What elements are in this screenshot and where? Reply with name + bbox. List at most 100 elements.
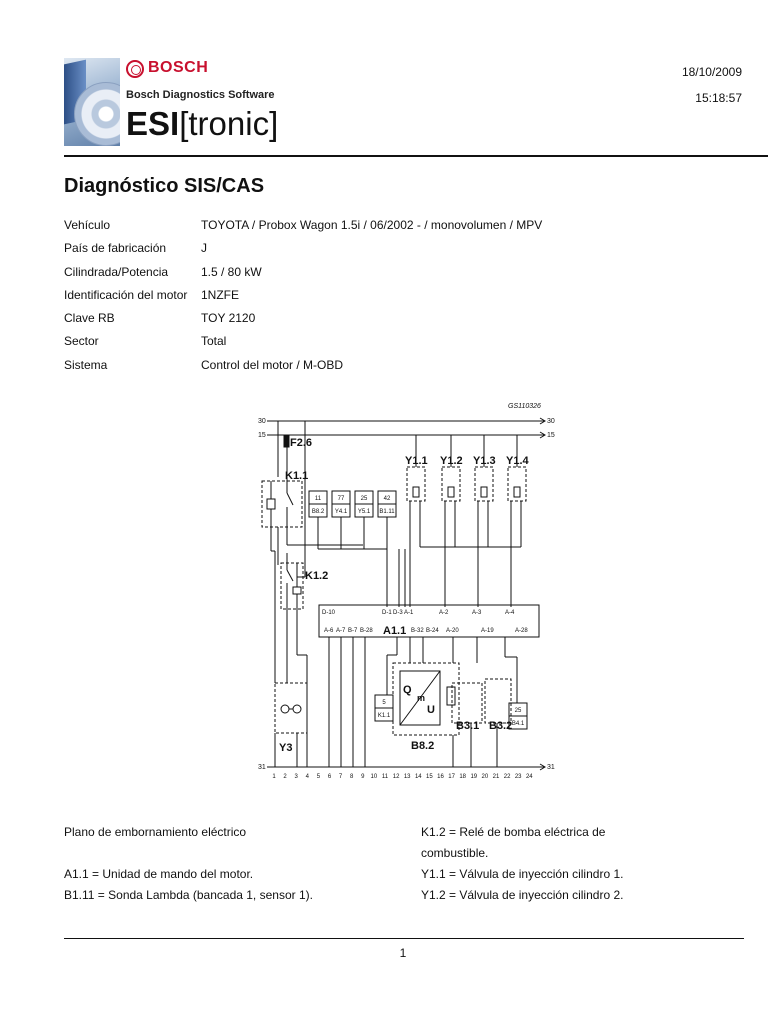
info-label: País de fabricación [64,241,167,256]
terminal-number: 16 [437,774,444,780]
ref-id: B8.2 [312,509,325,515]
ecu-pin: B-24 [426,628,439,634]
rail-label-31: 31 [258,764,266,771]
page-title: Diagnóstico SIS/CAS [64,175,265,197]
legend-line: B1.11 = Sonda Lambda (bancada 1, sensor … [64,888,313,902]
wiring-diagram: GS110326 30 15 31 30 15 31 F2.6 K1.1 K1.… [245,395,555,785]
rail-label-30: 30 [258,418,266,425]
relay-k11-label: K1.1 [285,470,308,482]
rail-label-15: 15 [258,432,266,439]
ecu-pin: A-2 [439,610,449,616]
brand-name: BOSCH [148,59,209,76]
info-label: Clave RB [64,311,115,326]
terminal-number: 11 [382,774,389,780]
legend-line: Y1.1 = Válvula de inyección cilindro 1. [421,867,624,881]
ecu-pin: A-19 [481,628,494,634]
terminal-number: 7 [339,774,343,780]
info-label: Identificación del motor [64,287,188,302]
legend-spacer [64,843,394,864]
ecu-pin: A-20 [446,628,459,634]
info-value: TOY 2120 [201,311,256,326]
ref-id: Y4.1 [335,509,348,515]
maf-u-label: U [427,704,435,716]
product-logo: ESI[tronic] [126,104,278,144]
print-date: 18/10/2009 [681,65,742,79]
page-header: BOSCH Bosch Diagnostics Software ESI[tro… [64,56,744,152]
terminal-number: 17 [448,774,455,780]
terminal-number: 5 [317,774,321,780]
ref-number: 5 [382,700,386,706]
terminal-number: 8 [350,774,354,780]
terminal-number: 12 [393,774,400,780]
ecu-pin: B-7 [348,628,358,634]
terminal-number: 22 [504,774,511,780]
injector-y11-label: Y1.1 [405,455,428,467]
terminal-number: 9 [361,774,365,780]
maf-label: B8.2 [411,740,434,752]
ref-number: 11 [315,496,322,502]
terminal-number: 14 [415,774,422,780]
info-value: 1.5 / 80 kW [201,264,262,279]
legend-right-column: K1.2 = Relé de bomba eléctrica de combus… [421,822,751,906]
rail-label-15-right: 15 [547,432,555,439]
terminal-number: 20 [482,774,489,780]
legend-line: Y1.2 = Válvula de inyección cilindro 2. [421,888,624,902]
rail-label-31-right: 31 [547,764,555,771]
ecu-pin: A-4 [505,610,515,616]
legend-line: K1.2 = Relé de bomba eléctrica de [421,825,606,839]
ref-number: 42 [384,496,391,502]
ecu-label: A1.1 [383,625,406,637]
ref-number: 25 [361,496,368,502]
ecu-pin: A-28 [515,628,528,634]
sensor-b32-label: B3.2 [489,720,512,732]
bosch-logo-icon [126,60,144,78]
ecu-pin: D-3 [393,610,403,616]
ecu-pin: D-1 [382,610,392,616]
rail-label-30-right: 30 [547,418,555,425]
injector-y14-label: Y1.4 [506,455,530,467]
ecu-pin: B-32 [411,628,424,634]
print-time: 15:18:57 [695,91,742,105]
product-bold: ESI [126,105,180,142]
ref-number: 77 [338,496,345,502]
terminal-number: 21 [493,774,500,780]
header-divider [64,155,768,157]
ref-id: K1.1 [378,713,391,719]
ref-number: 25 [515,708,522,714]
legend-left-column: Plano de embornamiento eléctrico A1.1 = … [64,822,394,906]
valve-y3-label: Y3 [279,742,292,754]
info-value: J [201,241,207,256]
wiring-diagram-svg: GS110326 30 15 31 30 15 31 F2.6 K1.1 K1.… [258,403,555,780]
maf-m-label: m [417,693,425,703]
legend-line: combustible. [421,846,489,860]
terminal-number: 24 [526,774,533,780]
terminal-number: 18 [459,774,466,780]
info-value: Total [201,334,227,349]
info-label: Sistema [64,357,108,372]
ecu-pin: A-7 [336,628,346,634]
product-light: [tronic] [179,105,279,142]
ecu-pin: D-10 [322,610,336,616]
terminal-number: 15 [426,774,433,780]
page-number: 1 [399,946,407,960]
ecu-pin: A-3 [472,610,482,616]
software-name: Bosch Diagnostics Software [126,89,275,101]
terminal-number: 10 [371,774,378,780]
ref-id: Y5.1 [358,509,371,515]
info-label: Cilindrada/Potencia [64,264,169,279]
sensor-b31-label: B3.1 [456,720,479,732]
terminal-number: 4 [306,774,310,780]
ref-id: B1.11 [379,509,395,515]
software-box-image [64,58,120,146]
info-value: 1NZFE [201,287,240,302]
footer-divider [64,938,744,939]
terminal-number: 13 [404,774,411,780]
terminal-number: 6 [328,774,332,780]
relay-k12-label: K1.2 [305,570,328,582]
diagram-code: GS110326 [508,403,541,410]
terminal-number: 3 [295,774,299,780]
injector-y12-label: Y1.2 [440,455,463,467]
ecu-pin: A-6 [324,628,334,634]
info-label: Vehículo [64,218,111,232]
